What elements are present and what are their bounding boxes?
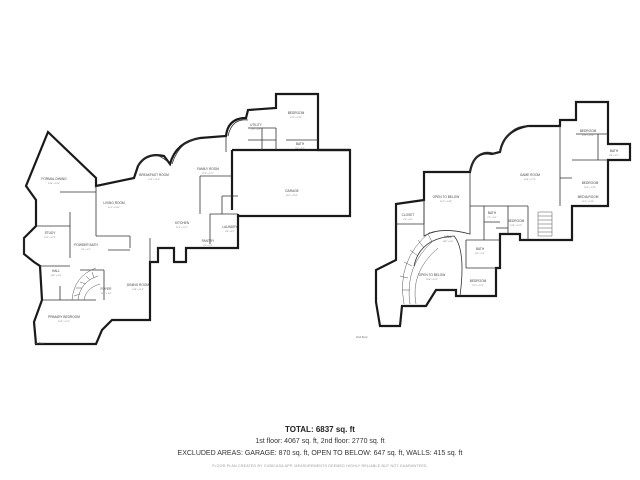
- room-label: KITCHEN: [175, 221, 190, 225]
- room-dimensions: 22'9" x 17'7": [202, 173, 214, 175]
- room-label: BEDROOM: [580, 129, 597, 133]
- room-dimensions: 14'8" x 11'6": [132, 289, 144, 291]
- room-label: FOYER: [101, 287, 113, 291]
- room-label: GAME ROOM: [520, 173, 541, 177]
- room-label: BATH: [476, 247, 485, 251]
- room-dimensions: 4'2" x 3'7": [251, 129, 261, 131]
- room-label: FAMILY ROOM: [197, 167, 219, 171]
- room-dimensions: 13'3" x 11'8": [148, 179, 160, 181]
- room-dimensions: 21'9" x 15'7": [176, 227, 188, 229]
- room-dimensions: 15'0" x 13'3": [584, 187, 596, 189]
- room-dimensions: 13'1" x 12'5": [44, 237, 56, 239]
- room-dimensions: 16'1" x 14'8": [440, 201, 452, 203]
- room-dimensions: 5'0" x 4'1": [81, 249, 91, 251]
- room-dimensions: 14'2" x 12'6": [582, 135, 594, 137]
- room-dimensions: 18'8" x 15'2": [426, 279, 438, 281]
- room-label: PANTRY: [202, 239, 216, 243]
- room-dimensions: 10'8" x 4'5": [51, 275, 62, 277]
- room-dimensions: 18'9" x 4'0": [443, 241, 454, 243]
- room-label: UTILITY: [250, 123, 263, 127]
- room-label: BREAKFAST ROOM: [139, 173, 169, 177]
- room-dimensions: 13'9" x 12'2": [510, 225, 522, 227]
- room-dimensions: 39'7" x 25'0": [286, 195, 298, 197]
- room-dimensions: 20'3" x 17'1": [58, 321, 70, 323]
- room-label: LIVING ROOM: [103, 201, 125, 205]
- room-dimensions: 13'1" x 12'0": [472, 285, 484, 287]
- room-label: MEDIA ROOM: [578, 195, 599, 199]
- first-floor-interior-walls: [36, 127, 318, 301]
- floor-plan-drawing: FORMAL DINING 19'0" x 14'0" BREAKFAST RO…: [22, 92, 632, 346]
- second-floor-interior-walls: [396, 126, 608, 269]
- total-label: TOTAL:: [285, 425, 316, 434]
- room-label: FORMAL DINING: [41, 177, 67, 181]
- room-label: OPEN TO BELOW: [433, 195, 460, 199]
- room-label: DINING ROOM: [127, 283, 149, 287]
- room-label: BEDROOM: [288, 111, 305, 115]
- room-label: HALL: [52, 269, 60, 273]
- room-dimensions: 19'0" x 14'0": [48, 183, 60, 185]
- room-dimensions: 16'1" x 14'5": [582, 201, 594, 203]
- bay-window-arcs: [23, 119, 249, 254]
- room-label: HALL: [444, 235, 452, 239]
- second-floor-bay-arcs: [469, 125, 531, 173]
- room-dimensions: 13'2" x 13'0": [290, 117, 302, 119]
- room-dimensions: 9'8" x 6'1": [609, 155, 619, 157]
- room-label: CLOSET: [402, 213, 415, 217]
- room-dimensions: 20'1" x 16'4": [108, 207, 120, 209]
- first-floor-spiral-stair: [71, 267, 101, 301]
- room-dimensions: 8'6" x 6'1": [225, 231, 235, 233]
- total-value: 6837 sq. ft: [315, 425, 355, 434]
- disclaimer-text: FLOOR PLAN CREATED BY CUBICASA APP. MEAS…: [212, 464, 428, 468]
- second-floor-level-label: 2nd floor: [356, 335, 368, 339]
- room-label: OPEN TO BELOW: [419, 273, 446, 277]
- room-label: GARAGE: [285, 189, 299, 193]
- first-floor-outer-wall: [22, 92, 352, 346]
- room-label: BEDROOM: [582, 181, 599, 185]
- total-area: TOTAL: 6837 sq. ft: [0, 425, 640, 434]
- second-floor-room-labels: OPEN TO BELOW 16'1" x 14'8" BEDROOM 14'2…: [402, 129, 619, 287]
- room-dimensions: 14'2" x 9'4": [101, 293, 112, 295]
- room-label: BATH: [296, 142, 305, 146]
- room-dimensions: 5'4" x 4'0": [403, 219, 413, 221]
- room-dimensions: 9'0" x 8'2": [295, 148, 305, 150]
- first-floor-plan: FORMAL DINING 19'0" x 14'0" BREAKFAST RO…: [22, 92, 352, 346]
- second-floor-outer-wall: [374, 100, 632, 328]
- garage-wall: [230, 148, 350, 210]
- floor-areas: 1st floor: 4067 sq. ft, 2nd floor: 2770 …: [255, 438, 385, 445]
- room-label: STUDY: [45, 231, 57, 235]
- room-label: PRIMARY BEDROOM: [48, 315, 80, 319]
- room-label: POWDER BATH: [74, 243, 98, 247]
- first-floor-level-label: 1st floor: [34, 341, 45, 345]
- room-label: LAUNDRY: [222, 225, 238, 229]
- second-floor-plan: OPEN TO BELOW 16'1" x 14'8" BEDROOM 14'2…: [356, 100, 632, 339]
- room-dimensions: 8'4" x 5'6": [475, 253, 485, 255]
- second-floor-straight-stair: [537, 211, 553, 237]
- room-label: BATH: [610, 149, 619, 153]
- room-label: BATH: [488, 211, 497, 215]
- room-label: BEDROOM: [508, 219, 525, 223]
- second-floor-curved-stair: [399, 231, 439, 305]
- open-to-below-outline: [413, 200, 471, 297]
- first-floor-room-labels: FORMAL DINING 19'0" x 14'0" BREAKFAST RO…: [41, 111, 305, 323]
- room-label: BEDROOM: [470, 279, 487, 283]
- excluded-areas: EXCLUDED AREAS: GARAGE: 870 sq. ft, OPEN…: [177, 450, 463, 457]
- room-dimensions: 26'8" x 17'5": [524, 179, 536, 181]
- room-dimensions: 6'2" x 4'0": [203, 245, 213, 247]
- room-dimensions: 7'2" x 5'0": [487, 217, 497, 219]
